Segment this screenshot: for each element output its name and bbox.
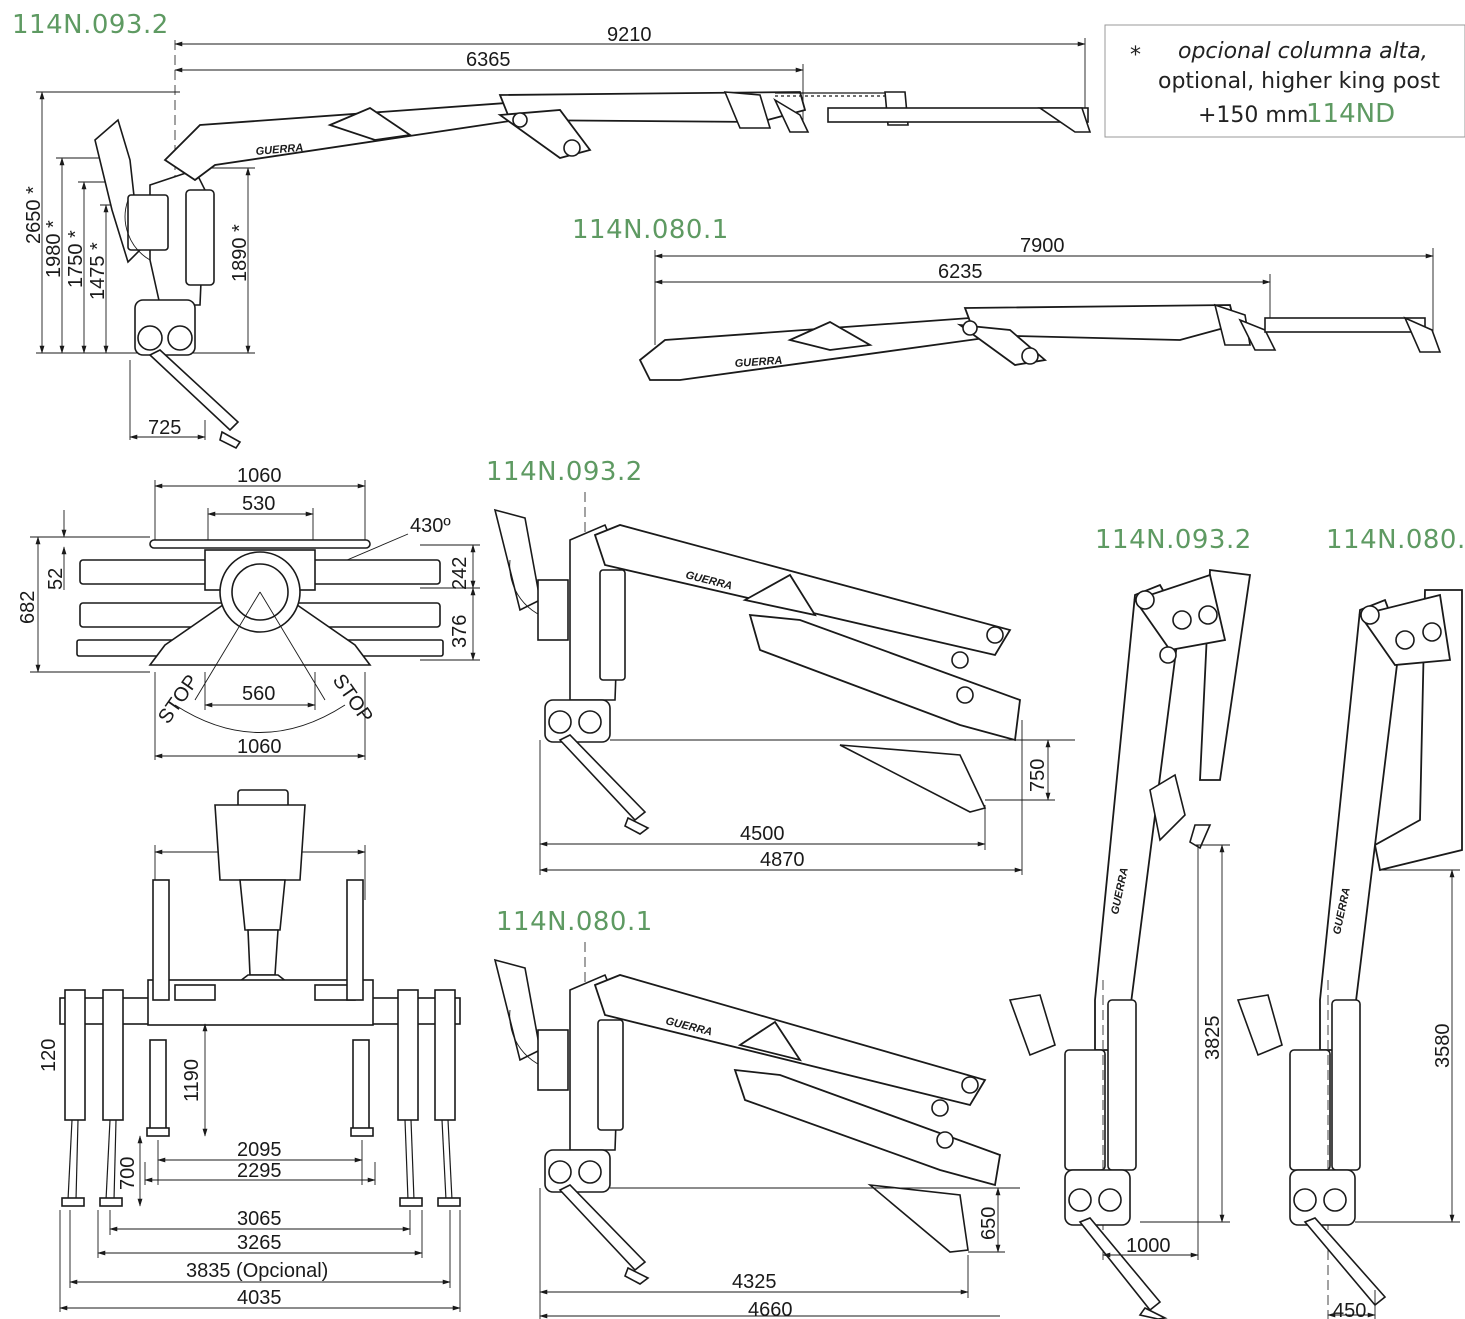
- dim-530: 530: [242, 493, 275, 515]
- dim-3065: 3065: [237, 1208, 282, 1230]
- dim-1475: 1475 *: [87, 242, 109, 300]
- model-label-top-left: 114N.093.2: [12, 10, 169, 40]
- model-label-mid-right-a: 114N.093.2: [1095, 525, 1252, 555]
- model-label-mid-right-b: 114N.080.1: [1326, 525, 1465, 555]
- dim-2650: 2650 *: [23, 186, 45, 244]
- folded-view-080: 114N.080.1 GUERRA 650 4325 4660: [493, 907, 1020, 1319]
- dim-4870: 4870: [760, 849, 805, 871]
- dim-52: 52: [45, 568, 67, 590]
- dim-3580: 3580: [1432, 1024, 1454, 1069]
- dim-2295: 2295: [237, 1160, 282, 1182]
- folded-view-093: 114N.093.2 GUERRA 750 4500 4870: [486, 457, 1075, 875]
- dim-376: 376: [449, 615, 471, 648]
- dim-3825: 3825: [1202, 1016, 1224, 1061]
- dim-682: 682: [17, 591, 39, 624]
- dim-angle-430: 430º: [410, 515, 451, 537]
- top-view-rotation: 1060 530 430º 682 52 242 376: [17, 465, 480, 760]
- dim-650: 650: [978, 1207, 1000, 1240]
- note-star: *: [1130, 43, 1141, 68]
- dim-4660: 4660: [748, 1299, 793, 1319]
- dim-4325: 4325: [732, 1271, 777, 1293]
- note-model: 114ND: [1306, 99, 1395, 129]
- vertical-view-080: 114N.080.1 GUERRA 3580 450: [1236, 525, 1465, 1319]
- note-line2: optional, higher king post: [1158, 69, 1440, 94]
- dim-120: 120: [38, 1039, 60, 1072]
- dim-1000: 1000: [1126, 1235, 1171, 1257]
- brand-logo-2: GUERRA: [734, 355, 782, 370]
- dim-3265: 3265: [237, 1232, 282, 1254]
- dim-top-1060: 1060: [237, 465, 282, 487]
- dim-2095: 2095: [237, 1139, 282, 1161]
- boom-view-080: 114N.080.1 7900 6235 GUERRA: [572, 215, 1442, 381]
- dim-4500: 4500: [740, 823, 785, 845]
- dim-725: 725: [148, 417, 181, 439]
- stop-right: STOP: [328, 670, 377, 727]
- dim-9210: 9210: [607, 24, 652, 46]
- side-view-093-extended: 114N.093.2 9210 6365 2650 * 1980 * 1750 …: [12, 10, 1092, 450]
- model-label-top-right: 114N.080.1: [572, 215, 729, 245]
- dim-1890: 1890 *: [229, 224, 251, 282]
- dim-560: 560: [242, 683, 275, 705]
- note-line1: opcional columna alta,: [1178, 39, 1428, 64]
- dim-242: 242: [449, 557, 471, 590]
- model-label-mid-center: 114N.093.2: [486, 457, 643, 487]
- dim-6235: 6235: [938, 261, 983, 283]
- dim-7900: 7900: [1020, 235, 1065, 257]
- dim-6365: 6365: [466, 49, 511, 71]
- dim-1190: 1190: [181, 1059, 203, 1102]
- brand-logo-1: GUERRA: [255, 142, 304, 158]
- vertical-view-093: 114N.093.2 GUERRA 3825 1000: [1008, 525, 1252, 1319]
- front-view-stabilizers: 2120 120 1: [38, 789, 461, 1312]
- dim-bottom-1060: 1060: [237, 736, 282, 758]
- dim-4035: 4035: [237, 1287, 282, 1309]
- optional-high-king-post-note: * opcional columna alta, optional, highe…: [1104, 24, 1465, 138]
- dim-3835: 3835 (Opcional): [186, 1260, 328, 1282]
- dim-750: 750: [1027, 759, 1049, 792]
- note-line3: +150 mm: [1198, 103, 1308, 128]
- dim-700: 700: [117, 1157, 139, 1190]
- dim-450: 450: [1333, 1300, 1366, 1319]
- dim-725-group: 725: [129, 360, 206, 440]
- model-label-bottom-center: 114N.080.1: [496, 907, 653, 937]
- dim-1750: 1750 *: [65, 230, 87, 288]
- dim-1980: 1980 *: [43, 220, 65, 278]
